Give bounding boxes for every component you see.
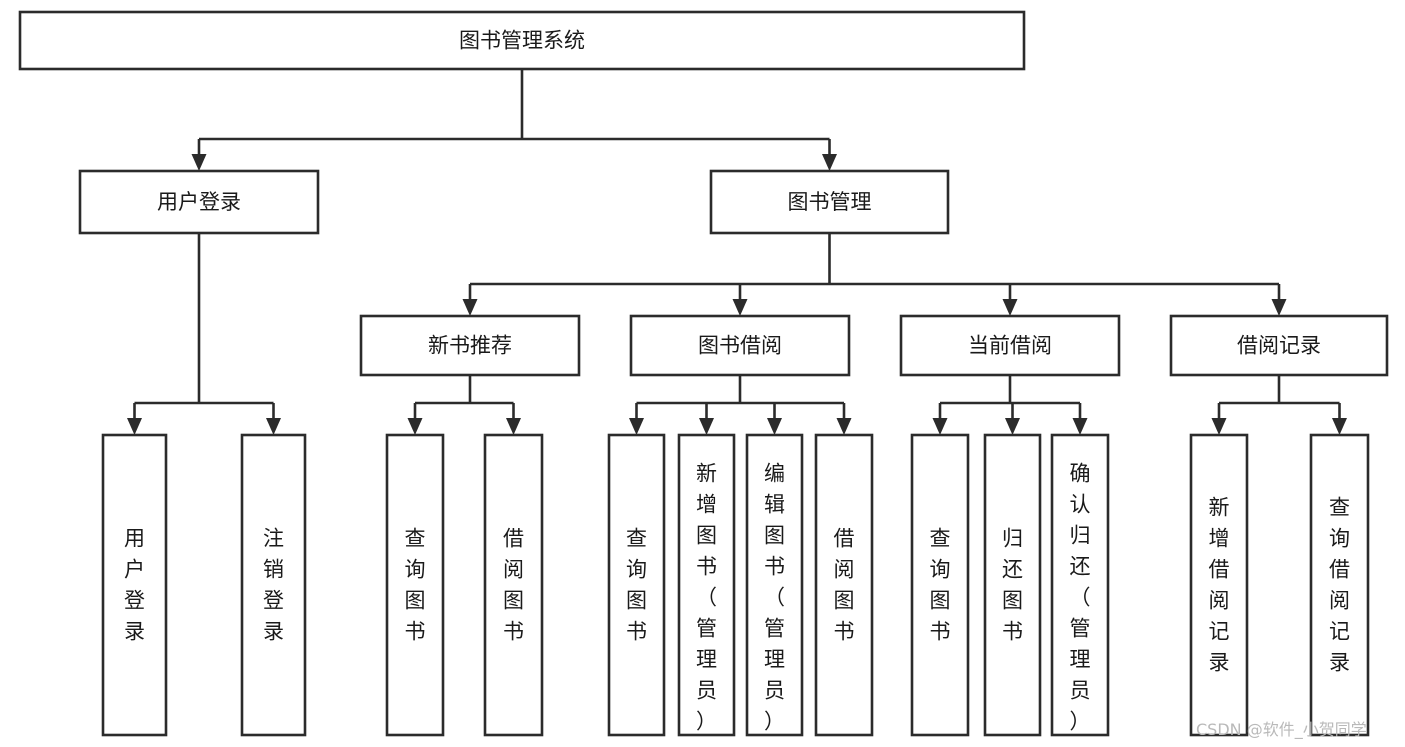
edge-group-root [191,69,837,171]
nodes-layer: 图书管理系统用户登录图书管理新书推荐图书借阅当前借阅借阅记录用户登录注销登录查询… [18,10,1389,737]
node-box-leaf-user-login [101,433,168,737]
node-box-user-login [78,169,320,235]
node-label-leaf-query-book-3: 查询图书 [930,527,951,644]
node-box-leaf-query-book-1 [385,433,445,737]
node-borrow-record[interactable]: 借阅记录 [1169,314,1389,377]
node-label-leaf-logout: 注销登录 [263,527,284,644]
edge-group-user-login [127,233,281,435]
node-box-book-borrow [629,314,851,377]
node-leaf-edit-book[interactable]: 编辑图书（管理员） [745,433,804,737]
node-user-login[interactable]: 用户登录 [78,169,320,235]
node-leaf-add-book[interactable]: 新增图书（管理员） [677,433,736,737]
node-leaf-query-book-1[interactable]: 查询图书 [385,433,445,737]
node-box-leaf-add-book [677,433,736,737]
node-label-leaf-add-record: 新增借阅记录 [1209,496,1230,675]
node-label-leaf-add-book: 新增图书（管理员） [696,462,717,734]
node-label-book-borrow: 图书借阅 [698,334,782,358]
edge-group-current-borrow [932,375,1088,435]
node-label-new-book-recommend: 新书推荐 [428,334,512,358]
node-leaf-query-record[interactable]: 查询借阅记录 [1309,433,1370,737]
node-leaf-logout[interactable]: 注销登录 [240,433,307,737]
node-box-leaf-query-record [1309,433,1370,737]
node-box-book-manage [709,169,950,235]
node-leaf-borrow-book-2[interactable]: 借阅图书 [814,433,874,737]
node-box-current-borrow [899,314,1121,377]
node-box-borrow-record [1169,314,1389,377]
node-book-borrow[interactable]: 图书借阅 [629,314,851,377]
node-box-leaf-add-record [1189,433,1249,737]
node-leaf-borrow-book-1[interactable]: 借阅图书 [483,433,544,737]
node-leaf-add-record[interactable]: 新增借阅记录 [1189,433,1249,737]
node-box-root [18,10,1026,71]
edge-group-borrow-record [1211,375,1347,435]
node-leaf-query-book-3[interactable]: 查询图书 [910,433,970,737]
edge-group-book-borrow [629,375,852,435]
node-label-leaf-borrow-book-2: 借阅图书 [834,527,855,644]
node-leaf-query-book-2[interactable]: 查询图书 [607,433,666,737]
node-leaf-user-login[interactable]: 用户登录 [101,433,168,737]
edge-group-new-book-recommend [407,375,521,435]
node-label-leaf-user-login: 用户登录 [124,527,145,644]
csdn-watermark: CSDN @软件_小贺同学 [1196,720,1367,739]
node-box-leaf-edit-book [745,433,804,737]
node-label-leaf-edit-book: 编辑图书（管理员） [764,462,785,734]
node-box-leaf-borrow-book-2 [814,433,874,737]
node-label-leaf-return-book: 归还图书 [1002,527,1023,644]
node-label-book-manage: 图书管理 [788,190,872,214]
node-box-leaf-borrow-book-1 [483,433,544,737]
node-box-leaf-return-book [983,433,1042,737]
node-box-leaf-query-book-3 [910,433,970,737]
node-label-leaf-query-record: 查询借阅记录 [1329,496,1350,675]
node-box-leaf-confirm-return [1050,433,1110,737]
node-root[interactable]: 图书管理系统 [18,10,1026,71]
node-box-leaf-logout [240,433,307,737]
node-label-leaf-borrow-book-1: 借阅图书 [503,527,524,644]
node-label-user-login: 用户登录 [157,190,241,214]
node-leaf-return-book[interactable]: 归还图书 [983,433,1042,737]
edge-group-book-manage [462,233,1287,316]
node-label-leaf-query-book-2: 查询图书 [626,527,647,644]
node-new-book-recommend[interactable]: 新书推荐 [359,314,581,377]
edges-layer [127,69,1347,435]
node-book-manage[interactable]: 图书管理 [709,169,950,235]
node-label-current-borrow: 当前借阅 [968,334,1052,358]
node-label-leaf-confirm-return: 确认归还（管理员） [1070,462,1091,734]
node-current-borrow[interactable]: 当前借阅 [899,314,1121,377]
node-leaf-confirm-return[interactable]: 确认归还（管理员） [1050,433,1110,737]
node-box-new-book-recommend [359,314,581,377]
node-label-root: 图书管理系统 [459,29,585,53]
node-label-borrow-record: 借阅记录 [1237,334,1321,358]
node-box-leaf-query-book-2 [607,433,666,737]
node-label-leaf-query-book-1: 查询图书 [405,527,426,644]
